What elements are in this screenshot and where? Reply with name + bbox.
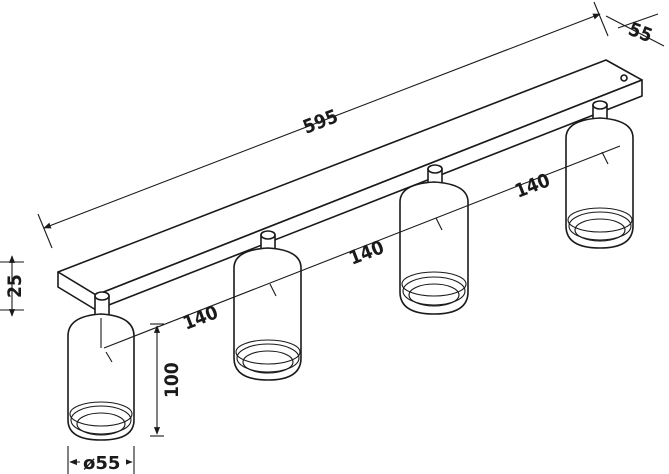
- label-spacing-1: 140: [180, 301, 221, 334]
- mounting-bar: [57, 59, 643, 311]
- label-overall-length: 595: [300, 105, 341, 138]
- label-bar-height: 25: [4, 274, 26, 298]
- label-spot-height: 100: [161, 362, 183, 398]
- screw-hole-icon: [620, 74, 628, 82]
- label-spacing-3: 140: [512, 169, 553, 202]
- label-spacing-2: 140: [346, 236, 387, 269]
- label-spot-diameter: ø55: [83, 453, 120, 474]
- spotlight-1: [67, 291, 135, 441]
- dimension-bar-width: 55: [605, 13, 665, 47]
- spotlight-2: [233, 230, 302, 381]
- dimension-bar-height: 25: [0, 255, 26, 317]
- spotlight-3: [399, 164, 469, 315]
- label-bar-width: 55: [625, 18, 655, 47]
- dimension-spot-diameter: ø55: [67, 446, 135, 474]
- dimension-spot-height: 100: [150, 323, 183, 437]
- spotlight-4: [565, 100, 634, 249]
